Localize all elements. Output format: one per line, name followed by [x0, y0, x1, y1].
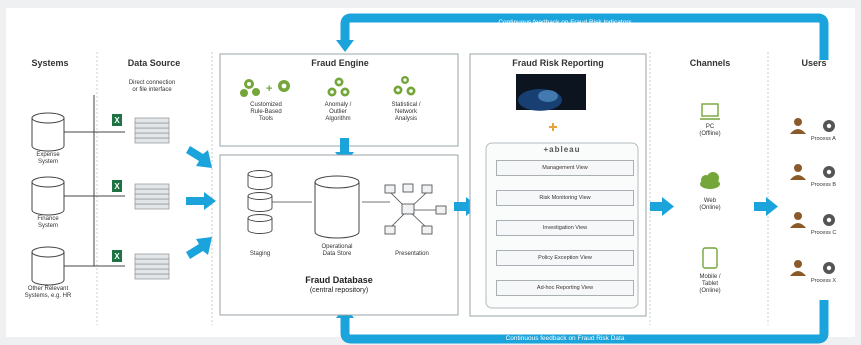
staging-db-icon — [247, 170, 273, 234]
finance-system-db-icon — [31, 176, 65, 216]
channel-web-label: Web (Online) — [699, 198, 721, 211]
system-label-expense: Expense System — [36, 152, 60, 165]
file-stack-2 — [134, 183, 170, 210]
presentation-label: Presentation — [395, 251, 429, 257]
user-process-b: Process B — [811, 182, 837, 188]
expense-system-db-icon — [31, 112, 65, 152]
pc-icon — [700, 103, 720, 120]
fraud-database-title: Fraud Database — [305, 275, 373, 285]
view-risk-monitoring: Risk Monitoring View — [496, 190, 634, 206]
tablet-icon — [702, 247, 718, 269]
top-feedback-label: Continuous feedback on Fraud Risk Indica… — [498, 19, 632, 26]
reporting-to-channels-arrow — [650, 197, 674, 216]
user-avatar-icon-c — [790, 212, 806, 228]
view-management: Management View — [496, 160, 634, 176]
fraud-engine-panel — [219, 53, 459, 147]
channels-header: Channels — [689, 58, 731, 68]
user-process-x: Process X — [811, 278, 837, 284]
engine-tool-anomaly: Anomaly / Outlier Algorithm — [324, 102, 352, 122]
reporting-header: Fraud Risk Reporting — [512, 58, 604, 68]
other-systems-db-icon — [31, 246, 65, 286]
ingest-arrows — [186, 146, 216, 259]
presentation-network-icon — [384, 183, 447, 235]
users-header: Users — [801, 58, 827, 68]
fraud-engine-header: Fraud Engine — [311, 58, 369, 68]
channels-to-users-arrow — [754, 197, 778, 216]
top-feedback-arrowhead — [336, 40, 354, 52]
user-process-c: Process C — [811, 230, 837, 236]
cloud-icon — [700, 172, 720, 189]
view-investigation: Investigation View — [496, 220, 634, 236]
engine-tool-rule-based: Customized Rule-Based Tools — [250, 102, 282, 122]
view-ad-hoc: Ad-hoc Reporting View — [496, 280, 634, 296]
svg-text:X: X — [114, 252, 120, 261]
process-gear-icons — [823, 120, 835, 274]
data-source-note: Direct connection or file interface — [128, 80, 176, 93]
svg-text:X: X — [114, 116, 120, 125]
channel-mobile-label: Mobile / Tablet (Online) — [699, 274, 721, 294]
excel-icon-1: X — [112, 114, 122, 126]
view-policy-exception: Policy Exception View — [496, 250, 634, 266]
fraud-database-subtitle: (central repository) — [309, 287, 369, 294]
data-source-header: Data Source — [127, 58, 181, 68]
user-avatar-icon-x — [790, 260, 806, 276]
excel-icon-2: X — [112, 180, 122, 192]
bottom-feedback-label: Continuous feedback on Fraud Risk Data — [505, 335, 625, 342]
user-avatar-icon-b — [790, 164, 806, 180]
user-avatar-icon-a — [790, 118, 806, 134]
file-stack-3 — [134, 253, 170, 280]
operational-data-store-icon — [314, 175, 360, 239]
top-feedback-loop — [336, 13, 829, 60]
system-label-other: Other Relevant Systems, e.g. HR — [24, 286, 72, 299]
excel-icon-3: X — [112, 250, 122, 262]
svg-text:X: X — [114, 182, 120, 191]
svg-text:+: + — [266, 83, 272, 95]
tableau-brand: +ableau — [543, 145, 581, 154]
file-stack-1 — [134, 117, 170, 144]
system-label-finance: Finance System — [37, 216, 59, 229]
operational-label: Operational Data Store — [321, 244, 353, 257]
systems-header: Systems — [31, 58, 69, 68]
engine-tool-network: Statistical / Network Analysis — [391, 102, 421, 122]
tableau-logo-icon — [549, 123, 557, 131]
staging-label: Staging — [249, 251, 271, 257]
user-process-a: Process A — [811, 136, 836, 142]
channel-pc-label: PC (Offline) — [699, 124, 721, 137]
